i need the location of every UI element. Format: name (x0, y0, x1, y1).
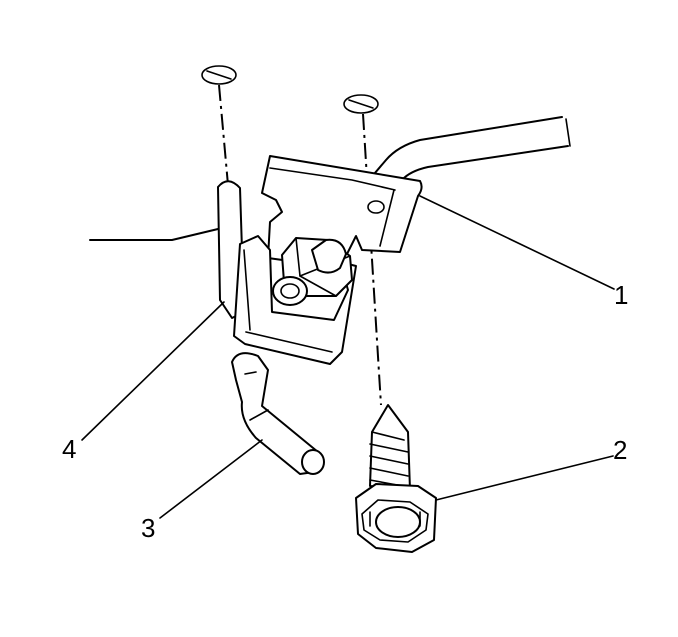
callout-2: 2 (613, 435, 627, 465)
bent-tube (231, 352, 325, 475)
callout-4: 4 (62, 434, 76, 464)
cable (89, 228, 219, 241)
screw (355, 404, 437, 553)
install-axis-right (343, 94, 382, 406)
leader-lines (81, 195, 615, 519)
tube-nut (272, 237, 353, 306)
callout-3: 3 (141, 513, 155, 543)
install-axis-left (201, 65, 237, 186)
callout-1: 1 (614, 280, 628, 310)
